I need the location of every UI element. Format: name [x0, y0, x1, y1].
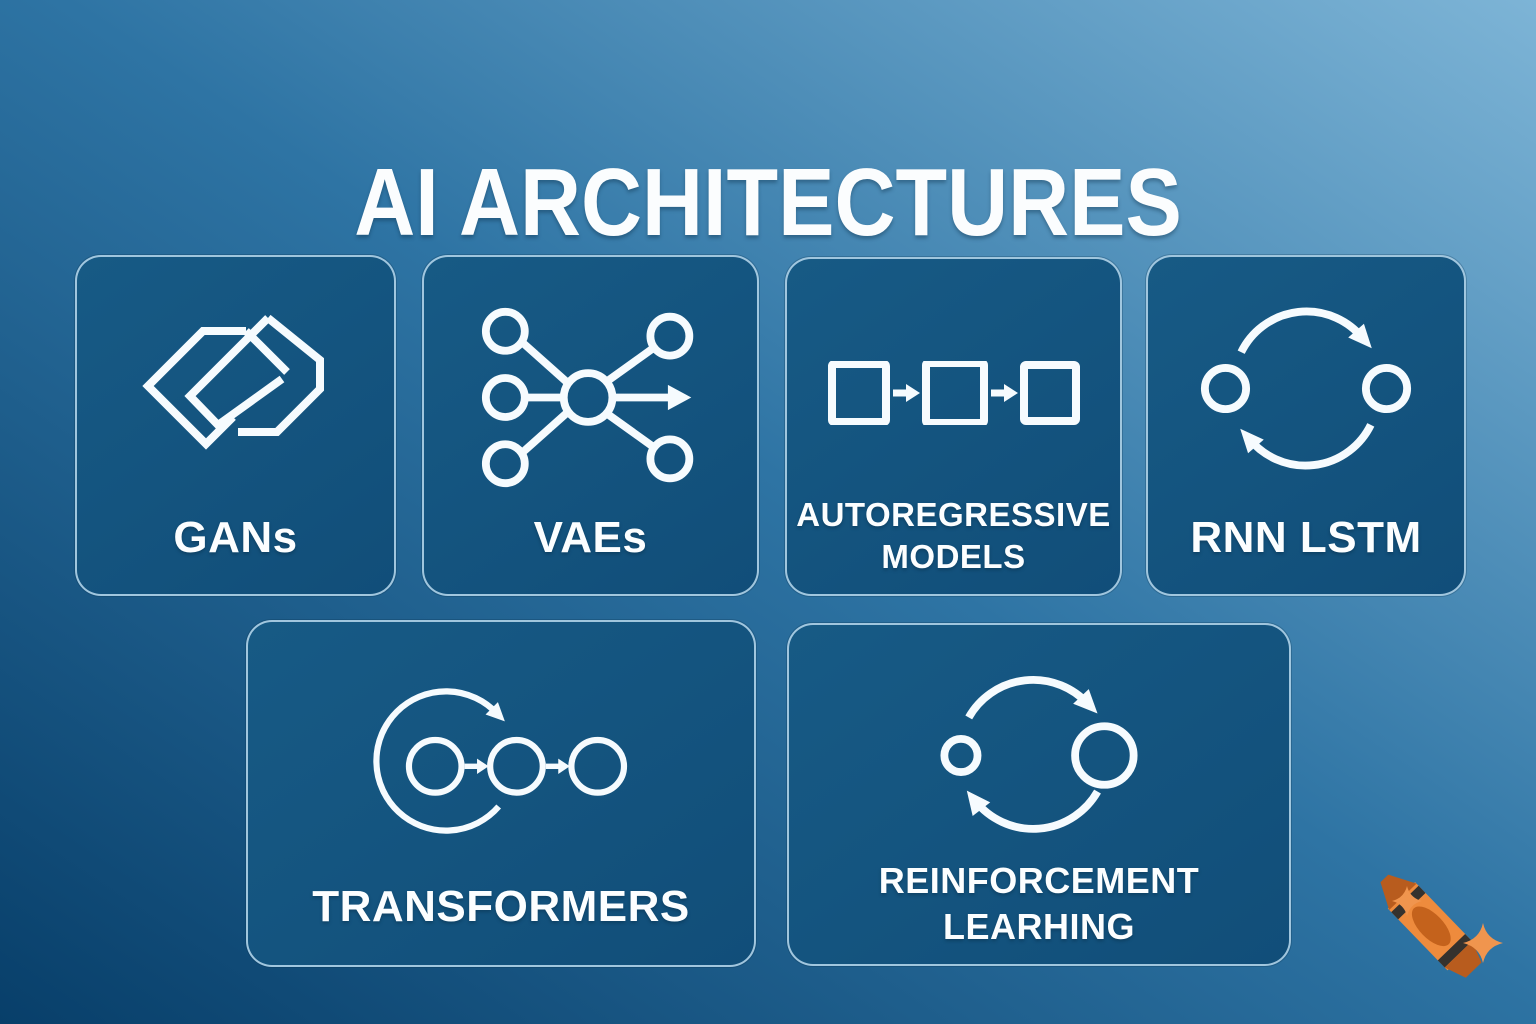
label-line-1: REINFORCEMENT [878, 859, 1200, 901]
sparkle-small [1392, 886, 1422, 916]
card-gans: GANs [75, 255, 396, 596]
interlocked-diamonds-icon [141, 314, 324, 450]
feedback-loop-icon [940, 675, 1138, 833]
card-autoregressive-models: AUTOREGRESSIVE MODELS [785, 257, 1122, 596]
card-label-gans: GANs [173, 512, 298, 562]
label-line-2: MODELS [881, 537, 1026, 575]
label-line-2: LEARHING [943, 905, 1135, 947]
encoder-network-icon [481, 307, 693, 488]
card-reinforcement-learning: REINFORCEMENT LEARHING [787, 623, 1291, 966]
card-label-reinforcement-learning: REINFORCEMENT LEARHING [789, 858, 1289, 950]
sparkle-large [1463, 923, 1503, 963]
card-vaes: VAEs [422, 255, 759, 596]
sequence-squares-icon [827, 361, 1080, 425]
card-label-rnn-lstm: RNN LSTM [1190, 512, 1422, 562]
crayon-logo [1380, 874, 1503, 978]
label-line-1: AUTOREGRESSIVE [796, 495, 1111, 533]
card-transformers: TRANSFORMERS [246, 620, 756, 967]
card-rnn-lstm: RNN LSTM [1146, 255, 1466, 596]
recurrent-cycle-icon [1200, 307, 1412, 470]
card-label-autoregressive-models: AUTOREGRESSIVE MODELS [787, 494, 1120, 578]
page-title: AI ARCHITECTURES [354, 149, 1182, 257]
card-label-transformers: TRANSFORMERS [312, 881, 690, 931]
self-attention-loop-icon [373, 688, 628, 834]
card-label-vaes: VAEs [533, 512, 648, 562]
